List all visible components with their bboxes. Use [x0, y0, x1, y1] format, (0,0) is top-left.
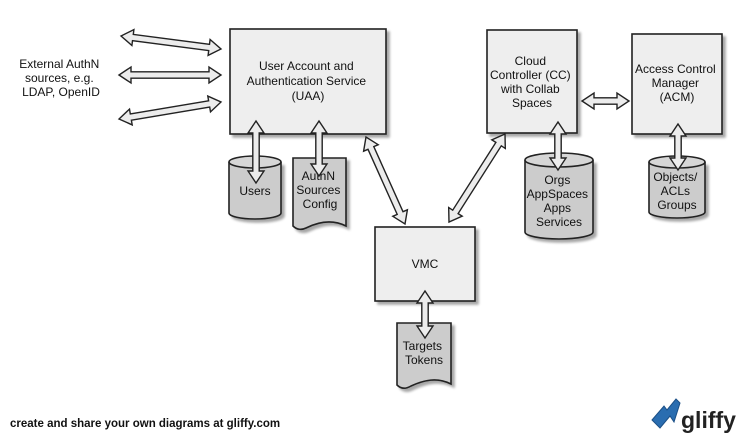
vmc-targets-arrow	[415, 289, 435, 340]
targets-document-label: Targets Tokens	[403, 339, 446, 367]
users-database-label: Users	[239, 184, 270, 198]
footer-caption: create and share your own diagrams at gl…	[10, 418, 280, 430]
gliffy-logo-text: gliffy	[681, 407, 736, 433]
cloud-controller-label: Cloud Controller (CC) with Collab Spaces	[490, 54, 574, 110]
external-authn-label: External AuthN sources, e.g. LDAP, OpenI…	[19, 57, 102, 99]
cc-vmc-arrow	[447, 132, 507, 224]
cc-database-arrow	[548, 120, 568, 172]
acm-label: Access Control Manager (ACM)	[635, 62, 719, 104]
acm-database-label: Objects/ ACLs Groups	[653, 170, 700, 212]
authn-config-document: AuthN Sources Config	[292, 157, 347, 231]
external-to-uaa-arrow-1	[119, 28, 223, 57]
acm-database-arrow	[668, 122, 688, 172]
cc-acm-arrow	[580, 91, 631, 111]
cc-database-label: Orgs AppSpaces Apps Services	[527, 173, 592, 229]
cloud-controller-box: Cloud Controller (CC) with Collab Spaces	[486, 29, 578, 134]
targets-document: Targets Tokens	[396, 322, 452, 389]
uaa-users-arrow	[246, 119, 266, 185]
vmc-box: VMC	[374, 226, 476, 302]
gliffy-logo: gliffy	[651, 398, 736, 433]
uaa-box: User Account and Authentication Service …	[229, 28, 387, 135]
gliffy-logo-icon	[651, 398, 681, 429]
connectors	[117, 28, 688, 340]
uaa-label: User Account and Authentication Service …	[247, 59, 370, 103]
uaa-vmc-arrow	[362, 135, 409, 226]
external-to-uaa-arrow-2	[117, 65, 223, 85]
uaa-authn-config-arrow	[309, 119, 329, 178]
acm-database: Objects/ ACLs Groups	[648, 155, 706, 219]
vmc-label: VMC	[412, 257, 439, 271]
external-to-uaa-arrow-3	[117, 94, 223, 127]
acm-box: Access Control Manager (ACM)	[631, 33, 723, 135]
